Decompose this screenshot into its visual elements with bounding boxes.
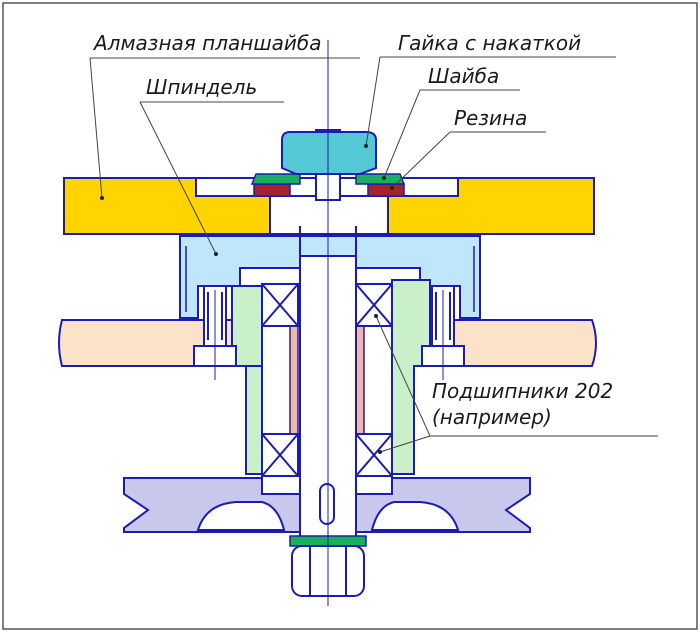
leader-lines	[89, 56, 658, 453]
rubber-gasket-right	[367, 183, 405, 197]
spacer-sleeve-right	[355, 325, 365, 435]
bearing-upper-right	[355, 283, 393, 327]
label-rubber: Резина	[454, 106, 527, 130]
bearing-upper-left	[261, 283, 299, 327]
washer	[250, 173, 301, 185]
knurled-nut	[281, 131, 377, 175]
bearing-lower-right	[355, 433, 393, 477]
label-knurled-nut: Гайка с накаткой	[398, 31, 581, 55]
spindle-head	[179, 235, 481, 319]
label-bearings: Подшипники 202	[432, 379, 613, 403]
spacer-sleeve-left	[289, 325, 299, 435]
label-diamond-disk: Алмазная планшайба	[92, 31, 322, 55]
label-bearings-note: (например)	[432, 405, 552, 429]
label-washer: Шайба	[428, 64, 499, 88]
leader-dots	[100, 144, 394, 454]
label-spindle: Шпиндель	[146, 75, 257, 99]
rubber-gasket-left	[253, 183, 291, 197]
bearing-lower-left	[261, 433, 299, 477]
